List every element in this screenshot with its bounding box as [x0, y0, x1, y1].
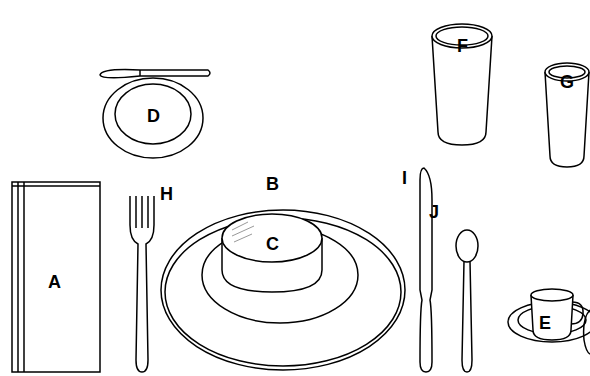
wine-glass	[545, 63, 589, 167]
fork	[130, 196, 154, 372]
spoon	[456, 230, 478, 372]
part-letter: H	[160, 185, 173, 203]
knife	[420, 168, 432, 372]
part-letter: J	[429, 203, 439, 221]
napkin	[12, 182, 100, 372]
part-letter: A	[48, 273, 61, 291]
cup-and-saucer	[508, 289, 590, 354]
part-letter: D	[147, 107, 160, 125]
part-letter: B	[266, 175, 279, 193]
bread-plate	[100, 70, 210, 158]
part-letter: F	[457, 37, 468, 55]
water-glass	[432, 24, 492, 145]
bowl	[222, 214, 322, 292]
part-letter: G	[560, 73, 574, 91]
part-letter: E	[539, 314, 551, 332]
dinner-plate	[161, 210, 405, 370]
part-letter: I	[402, 169, 407, 187]
part-letter: C	[266, 235, 279, 253]
